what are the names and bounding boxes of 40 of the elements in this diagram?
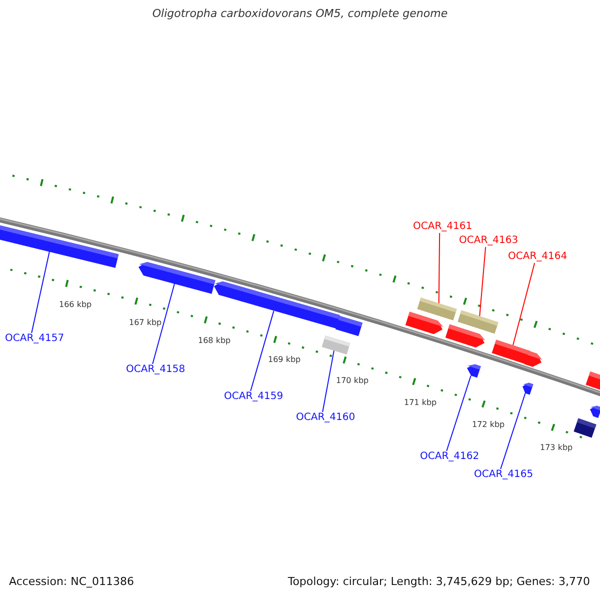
- gene-label: OCAR_4162: [420, 451, 480, 463]
- scale-label: 171 kbp: [404, 398, 437, 408]
- leader-line: [31, 250, 50, 334]
- footer-text: Accession: NC_011386: [9, 575, 134, 588]
- gene-feature: [588, 404, 600, 418]
- scale-label: 173 kbp: [540, 443, 573, 453]
- leader-line: [446, 375, 472, 452]
- gene-label: OCAR_4161: [413, 221, 472, 233]
- gene-feature: [524, 350, 544, 369]
- gene-label: OCAR_4160: [296, 412, 356, 424]
- gene-feature: [137, 260, 216, 294]
- gene-feature: [212, 280, 340, 329]
- leader-line: [500, 392, 526, 470]
- leader-line: [322, 350, 334, 412]
- scale-label: 167 kbp: [129, 318, 162, 328]
- leader-line: [479, 246, 486, 317]
- gene-label: OCAR_4158: [126, 364, 186, 376]
- gene-label: OCAR_4165: [474, 469, 534, 481]
- scale-label: 168 kbp: [198, 336, 231, 346]
- gene-feature: [464, 362, 481, 378]
- gene-feature: [336, 316, 363, 336]
- gene-label: OCAR_4159: [224, 391, 284, 403]
- scale-label: 172 kbp: [472, 420, 505, 430]
- leader-line: [250, 310, 274, 392]
- scale-label: 170 kbp: [336, 376, 369, 386]
- gene-label: OCAR_4157: [5, 333, 64, 345]
- leader-line: [438, 232, 440, 304]
- gene-feature: [574, 418, 596, 438]
- footer-text: Topology: circular; Length: 3,745,629 bp; Genes: 3,770: [288, 575, 590, 588]
- gene-feature: [520, 381, 534, 395]
- scale-label: 166 kbp: [59, 300, 92, 310]
- chart-title: Oligotropha carboxidovorans OM5, complete genome: [151, 7, 449, 20]
- gene-feature: [406, 312, 445, 336]
- scale-label: 169 kbp: [268, 355, 301, 365]
- gene-label: OCAR_4163: [459, 235, 518, 247]
- leader-line: [152, 282, 176, 364]
- gene-feature: [446, 324, 487, 350]
- gene-feature: [321, 335, 350, 354]
- gene-label: OCAR_4164: [508, 251, 568, 263]
- leader-line: [512, 262, 536, 346]
